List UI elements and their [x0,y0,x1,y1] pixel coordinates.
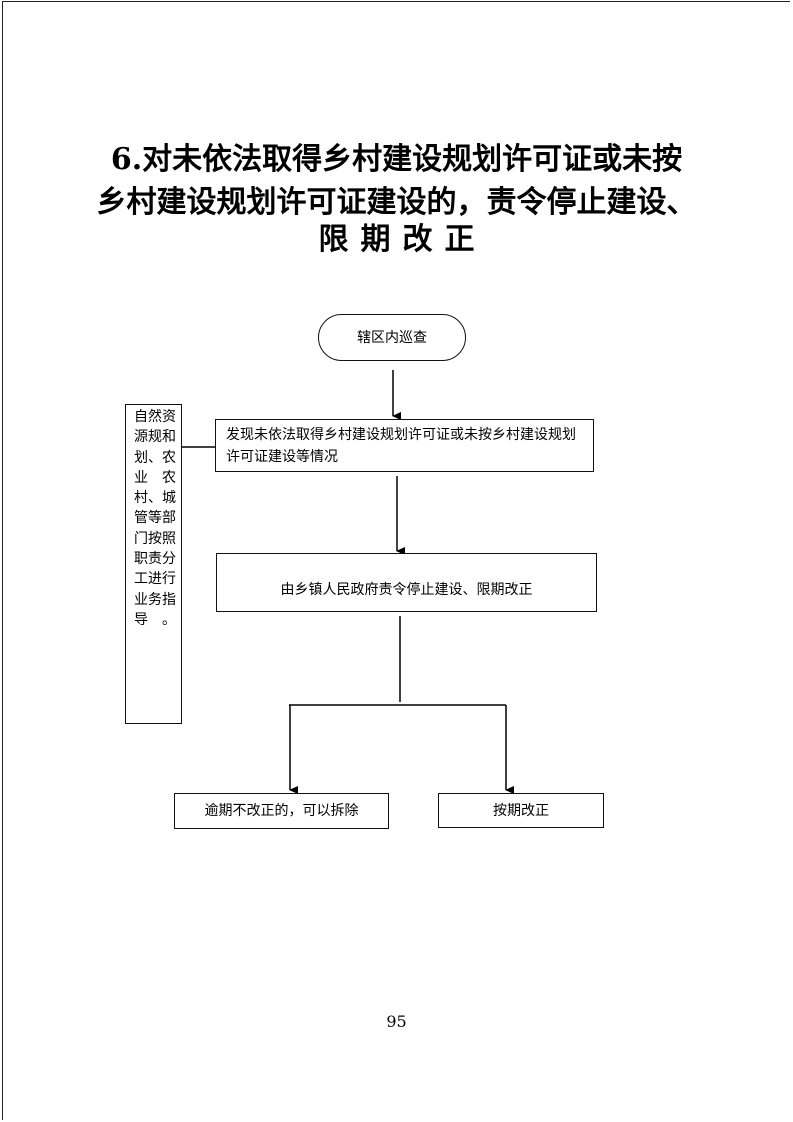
flow-rectify-label: 按期改正 [493,802,549,819]
flow-rectify-box: 按期改正 [438,793,604,828]
flow-demolish-box: 逾期不改正的，可以拆除 [174,793,389,829]
side-note-text: 自然资源规和划、农业农村、城管等部门按照职责分工进行业务指导。 [134,409,176,628]
page-number: 95 [386,1012,407,1031]
page-title-line-3: 限期改正 [318,222,487,257]
flow-start-oval: 辖区内巡查 [318,314,466,361]
flow-demolish-label: 逾期不改正的，可以拆除 [204,803,359,819]
page-title-line-1: 6.对未依法取得乡村建设规划许可证或未按 [110,142,683,177]
flow-discover-label: 发现未依法取得乡村建设规划许可证或未按乡村建设规划许可证建设等情况 [226,427,576,465]
flow-discover-box: 发现未依法取得乡村建设规划许可证或未按乡村建设规划许可证建设等情况 [215,419,594,472]
side-note-box: 自然资源规和划、农业农村、城管等部门按照职责分工进行业务指导。 [125,404,182,724]
flow-order-box: 由乡镇人民政府责令停止建设、限期改正 [216,553,597,612]
page-title-line-2: 乡村建设规划许可证建设的，责令停止建设、 [96,185,697,220]
flow-order-label: 由乡镇人民政府责令停止建设、限期改正 [280,581,533,598]
flow-start-label: 辖区内巡查 [357,329,427,346]
